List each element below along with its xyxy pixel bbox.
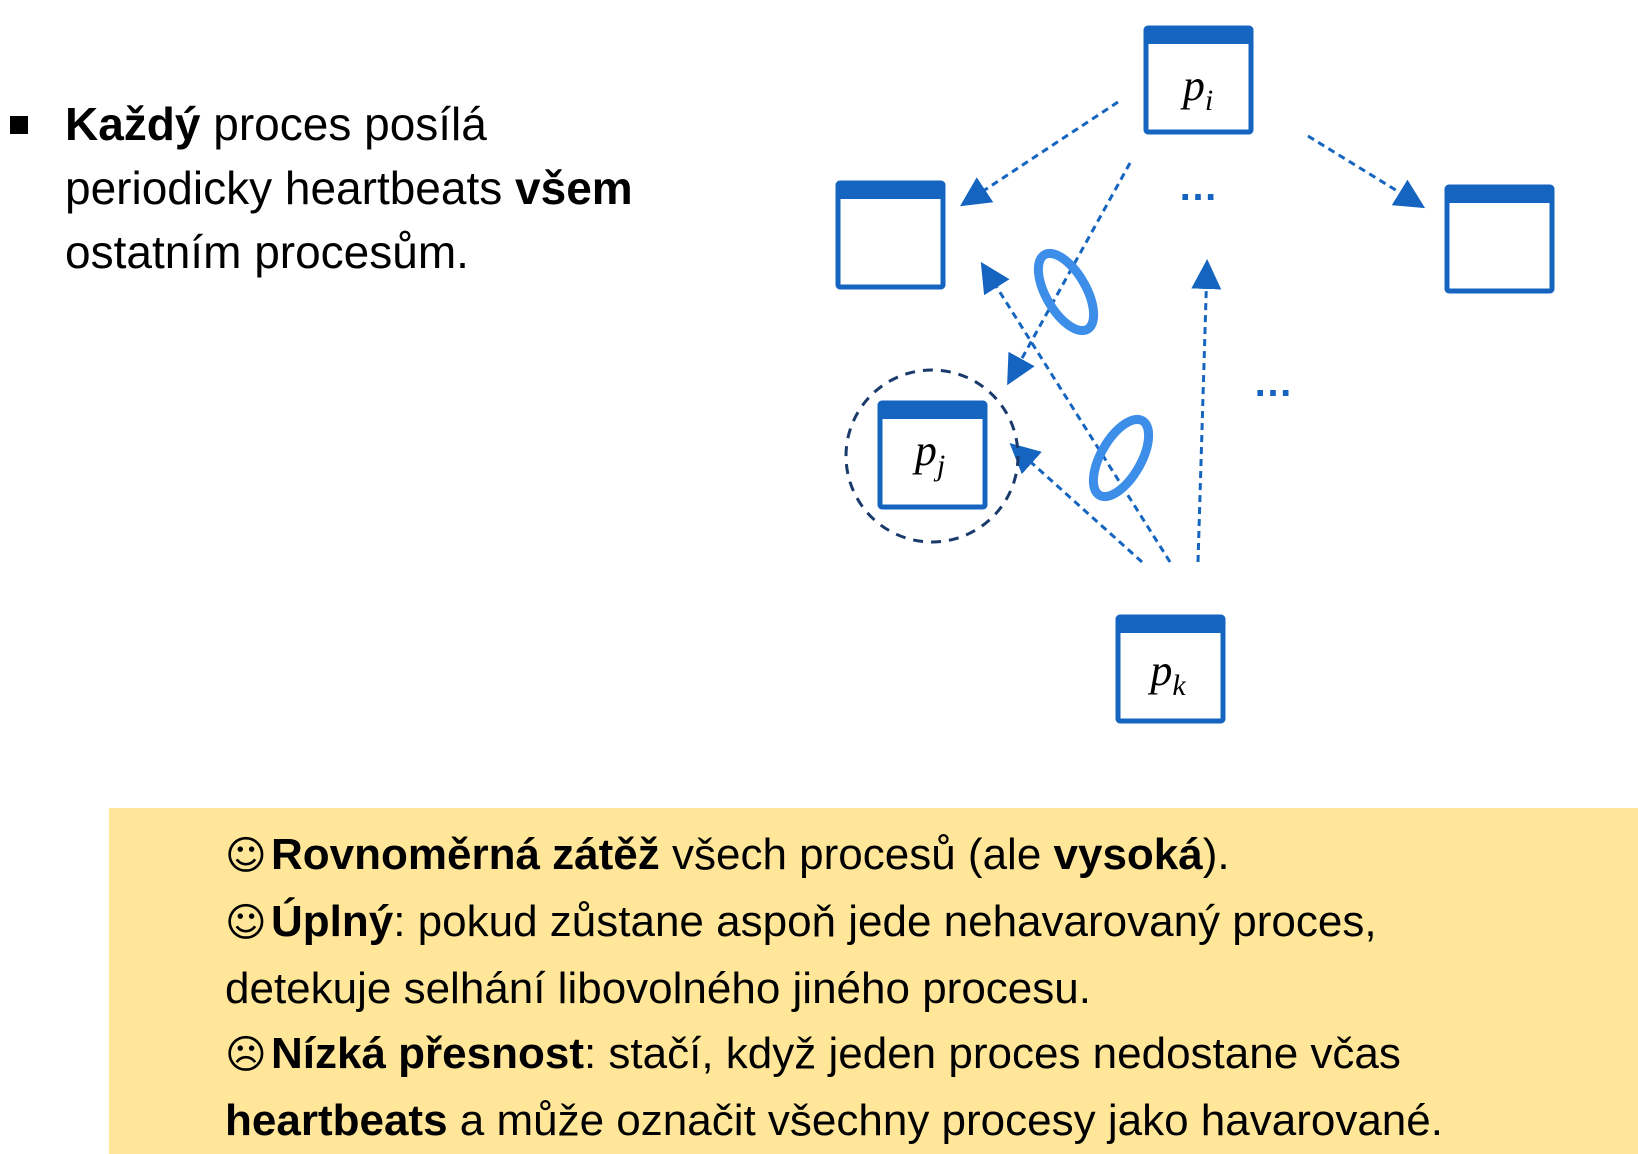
ellipsis-top: …: [1178, 165, 1218, 209]
lost-message-ring-lower: [1088, 414, 1154, 502]
lost-message-ring-upper: [1033, 248, 1099, 336]
ellipsis-mid: …: [1253, 361, 1293, 405]
smiley-icon: ☺: [225, 833, 267, 879]
process-sub-pi: i: [1205, 84, 1213, 117]
frowny-icon: ☹: [225, 1032, 267, 1078]
item-3-text: detekuje selhání libovolného jiného proc…: [225, 964, 1091, 1013]
arrow-pk-to-left: [980, 261, 1172, 563]
item-4-text: : stačí, když jeden proces nedostane vča…: [583, 1029, 1401, 1078]
item-1-bold: Rovnoměrná zátěž: [271, 830, 660, 879]
bullet-text-part: proces posílá periodicky heartbeats: [65, 98, 516, 214]
bullet-bold-kazdy: Každý: [65, 98, 201, 150]
arrow-pk-to-pj: [1009, 442, 1144, 564]
suspected-process-circle: [844, 368, 1020, 544]
item-1-text: všech procesů (ale: [659, 830, 1054, 879]
svg-text:pk: pk: [1147, 646, 1186, 702]
pros-cons-item-1: ☺Rovnoměrná zátěž všech procesů (ale vys…: [225, 822, 1605, 889]
process-window-pi: pi: [1143, 25, 1254, 135]
heartbeat-diagram: pi pj pk … …: [835, 25, 1555, 724]
process-window-pk: pk: [1115, 614, 1226, 724]
process-sub-pk: k: [1172, 669, 1186, 702]
bullet-text: Každý proces posílá periodicky heartbeat…: [65, 92, 705, 284]
arrow-pi-to-left: [959, 100, 1119, 207]
item-2-bold: Úplný: [271, 897, 394, 946]
process-label-pk: p: [1147, 646, 1172, 695]
smiley-icon: ☺: [225, 900, 267, 946]
process-label-pi: p: [1180, 61, 1205, 110]
arrow-pi-to-pj: [1007, 162, 1132, 386]
process-window-right: [1444, 184, 1555, 294]
bullet-text-part-end: ostatním procesům.: [65, 226, 469, 278]
item-5-text: a může označit všechny procesy jako hava…: [447, 1096, 1443, 1145]
item-1-text-2: ).: [1202, 830, 1230, 879]
item-2-text: : pokud zůstane aspoň jede nehavarovaný …: [393, 897, 1377, 946]
bullet-square-icon: [10, 116, 28, 134]
process-sub-pj: j: [933, 449, 945, 482]
process-window-left: [835, 180, 946, 290]
item-4-bold: Nízká přesnost: [271, 1029, 584, 1078]
pros-cons-item-4: ☹Nízká přesnost: stačí, když jeden proce…: [225, 1021, 1605, 1088]
process-label-pj: p: [912, 426, 937, 475]
bullet-bold-vsem: všem: [515, 162, 633, 214]
item-1-bold-2: vysoká: [1053, 830, 1203, 879]
pros-cons-item-3: detekuje selhání libovolného jiného proc…: [225, 956, 1605, 1021]
pros-cons-item-5: heartbeats a může označit všechny proces…: [225, 1088, 1605, 1153]
pros-cons-list: ☺Rovnoměrná zátěž všech procesů (ale vys…: [225, 822, 1605, 1153]
arrow-pk-up: [1191, 259, 1222, 563]
svg-text:pj: pj: [912, 426, 945, 482]
pros-cons-box: ☺Rovnoměrná zátěž všech procesů (ale vys…: [109, 808, 1638, 1154]
pros-cons-item-2: ☺Úplný: pokud zůstane aspoň jede nehavar…: [225, 889, 1605, 956]
arrow-pi-to-right: [1307, 134, 1426, 209]
item-5-bold: heartbeats: [225, 1096, 448, 1145]
process-window-pj: pj: [877, 400, 988, 510]
svg-text:pi: pi: [1180, 61, 1213, 117]
